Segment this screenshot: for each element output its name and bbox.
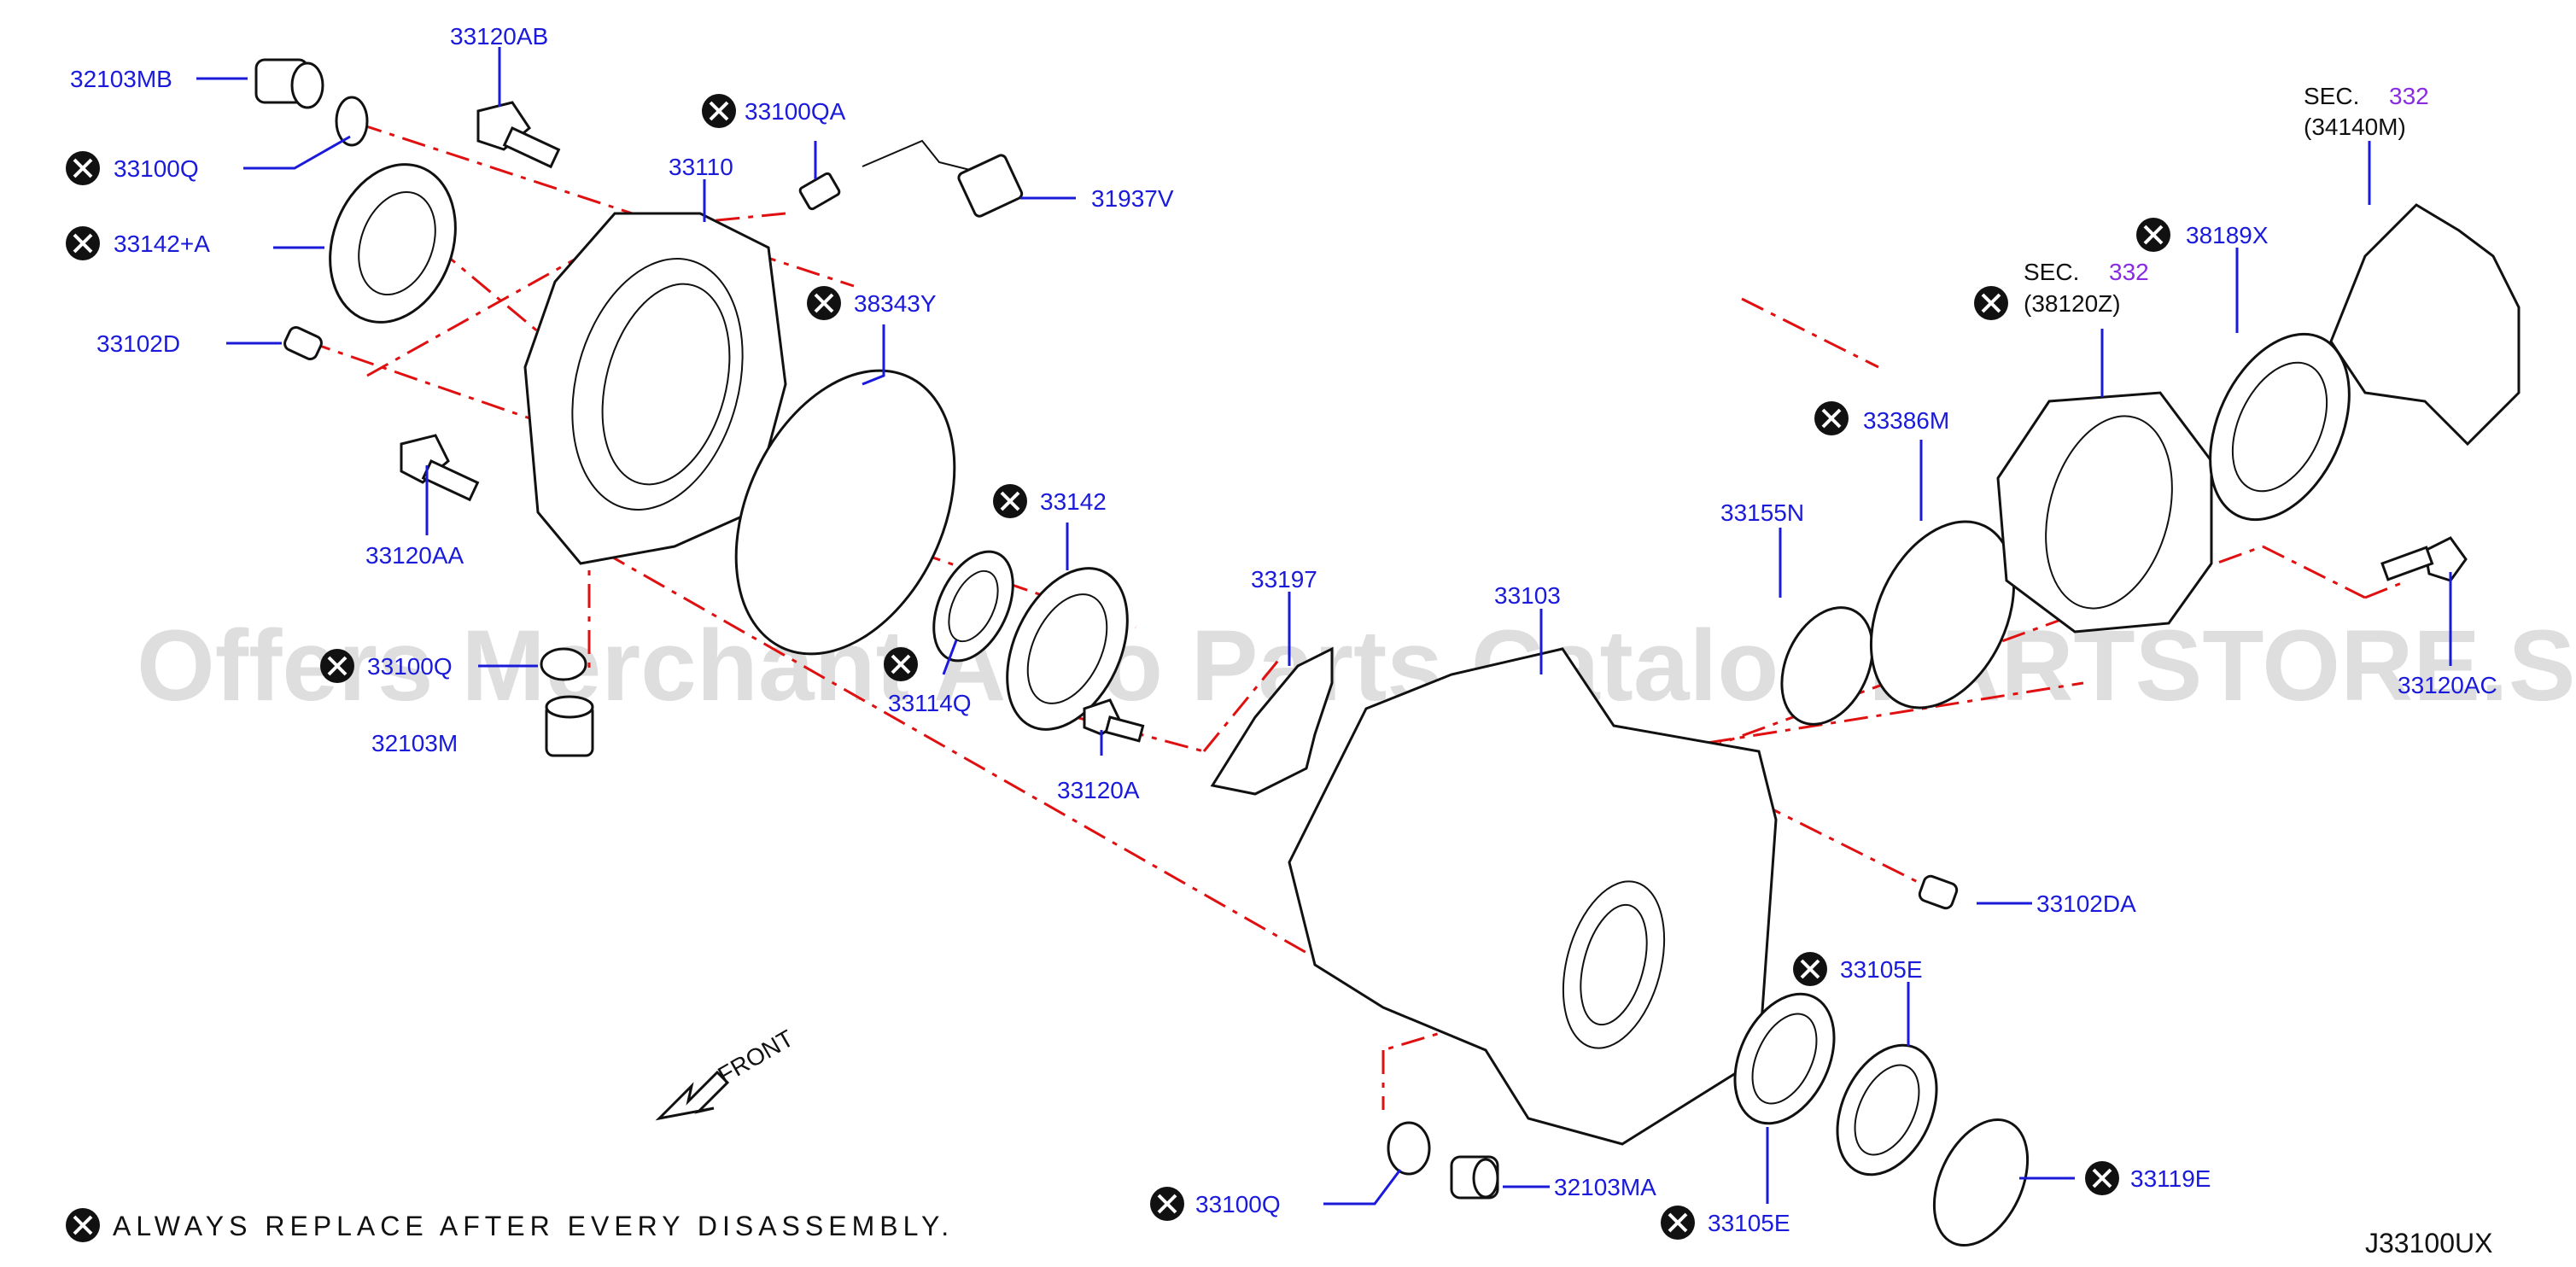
- callout-33119E[interactable]: 33119E: [2130, 1165, 2211, 1192]
- callout-33100QA[interactable]: 33100QA: [745, 98, 846, 125]
- replace-x-icon: [320, 649, 354, 683]
- o-ring-38343Y[interactable]: [693, 336, 997, 689]
- part-callouts: 32103MB 33120AB 33100QA 33100Q 33110 319…: [70, 23, 2497, 1236]
- callout-33197[interactable]: 33197: [1251, 566, 1317, 593]
- washer-33100Q-top[interactable]: [335, 96, 369, 147]
- callout-33110[interactable]: 33110: [669, 154, 733, 180]
- carrier-38120Z[interactable]: [1996, 391, 2213, 634]
- plug-32103M[interactable]: [545, 695, 594, 757]
- bolt-33120AA[interactable]: [400, 434, 480, 502]
- replace-x-icon: [884, 647, 918, 681]
- case-33103[interactable]: [1288, 647, 1778, 1146]
- sensor-33100QA[interactable]: [798, 172, 841, 211]
- washer-33100Q-bottom[interactable]: [1387, 1121, 1431, 1176]
- sec-part: (38120Z): [2024, 290, 2121, 317]
- callout-33120A[interactable]: 33120A: [1057, 777, 1140, 803]
- replace-x-icon: [1150, 1187, 1184, 1221]
- dowel-pin-33102D[interactable]: [283, 325, 324, 361]
- callout-38343Y[interactable]: 38343Y: [854, 290, 937, 317]
- replace-x-icon: [66, 1208, 100, 1242]
- callout-33103[interactable]: 33103: [1494, 582, 1561, 609]
- bolt-33120AC[interactable]: [2380, 536, 2468, 582]
- callout-31937V[interactable]: 31937V: [1091, 185, 1174, 212]
- section-ref-38120Z[interactable]: SEC. 332 (38120Z): [2024, 259, 2149, 317]
- callout-33142[interactable]: 33142: [1040, 488, 1107, 515]
- replace-x-icon: [66, 226, 100, 260]
- replace-x-icon: [1974, 286, 2008, 320]
- replace-x-icon: [993, 484, 1027, 518]
- callout-33142A[interactable]: 33142+A: [114, 231, 210, 257]
- legend-text: ALWAYS REPLACE AFTER EVERY DISASSEMBLY.: [113, 1211, 954, 1241]
- callout-32103M[interactable]: 32103M: [371, 730, 458, 756]
- replace-x-icon: [1814, 401, 1849, 435]
- callout-33120AC[interactable]: 33120AC: [2398, 672, 2497, 698]
- callout-33105E-upper[interactable]: 33105E: [1840, 956, 1923, 983]
- seal-33105E-lower[interactable]: [1715, 978, 1854, 1140]
- callout-33386M[interactable]: 33386M: [1863, 407, 1949, 434]
- replace-x-icon: [2136, 218, 2170, 252]
- oil-seal-38189X[interactable]: [2182, 312, 2377, 541]
- bracket-33197[interactable]: [1210, 646, 1334, 796]
- harness-31937V[interactable]: [862, 139, 1024, 218]
- callout-33100Q-left[interactable]: 33100Q: [367, 653, 453, 680]
- sec-number[interactable]: 332: [2389, 83, 2429, 109]
- replace-markers: [66, 94, 2170, 1242]
- seal-33105E-upper[interactable]: [1818, 1030, 1956, 1191]
- oil-seal-33142A[interactable]: [309, 147, 477, 340]
- callout-33105E-lower[interactable]: 33105E: [1708, 1210, 1790, 1236]
- callout-38189X[interactable]: 38189X: [2186, 222, 2269, 248]
- sec-part: (34140M): [2304, 114, 2406, 140]
- plug-32103MA[interactable]: [1450, 1155, 1499, 1200]
- sec-number[interactable]: 332: [2109, 259, 2149, 285]
- replace-x-icon: [2085, 1161, 2119, 1195]
- replace-x-icon: [1793, 952, 1827, 986]
- o-ring-33119E[interactable]: [1916, 1105, 2047, 1260]
- plug-32103MB[interactable]: [254, 58, 324, 109]
- diagram-code: J33100UX: [2365, 1228, 2492, 1258]
- sec-prefix: SEC.: [2304, 83, 2359, 109]
- bolt-33120A[interactable]: [1083, 698, 1145, 743]
- oil-seal-33142[interactable]: [984, 549, 1152, 749]
- washer-33100Q-left[interactable]: [540, 647, 587, 681]
- callout-33155N[interactable]: 33155N: [1720, 499, 1804, 526]
- callout-33120AB[interactable]: 33120AB: [450, 23, 548, 50]
- bolt-33120AB[interactable]: [476, 101, 561, 169]
- callout-33120AA[interactable]: 33120AA: [365, 542, 464, 569]
- replace-x-icon: [702, 94, 736, 128]
- replace-x-icon: [807, 286, 841, 320]
- dowel-pin-33102DA[interactable]: [1918, 874, 1959, 910]
- callout-33100Q-top[interactable]: 33100Q: [114, 155, 199, 182]
- replace-x-icon: [1661, 1206, 1695, 1240]
- o-ring-33386M[interactable]: [1843, 499, 2042, 731]
- callout-32103MB[interactable]: 32103MB: [70, 66, 172, 92]
- front-indicator: FRONT: [655, 1025, 798, 1121]
- leader-lines: [196, 47, 2452, 1206]
- flange-34140M[interactable]: [2329, 203, 2521, 447]
- front-arrow-icon: [655, 1070, 730, 1121]
- callout-33102D[interactable]: 33102D: [96, 330, 180, 357]
- callout-33102DA[interactable]: 33102DA: [2036, 890, 2136, 917]
- front-label: FRONT: [714, 1025, 798, 1089]
- section-ref-34140M[interactable]: SEC. 332 (34140M): [2304, 83, 2429, 140]
- washer-33155N[interactable]: [1764, 593, 1890, 739]
- sec-prefix: SEC.: [2024, 259, 2079, 285]
- replace-x-icon: [66, 151, 100, 185]
- callout-32103MA[interactable]: 32103MA: [1554, 1174, 1656, 1200]
- callout-33114Q[interactable]: 33114Q: [888, 690, 972, 716]
- callout-33100Q-bottom[interactable]: 33100Q: [1195, 1191, 1281, 1217]
- seal-33114Q[interactable]: [918, 539, 1029, 673]
